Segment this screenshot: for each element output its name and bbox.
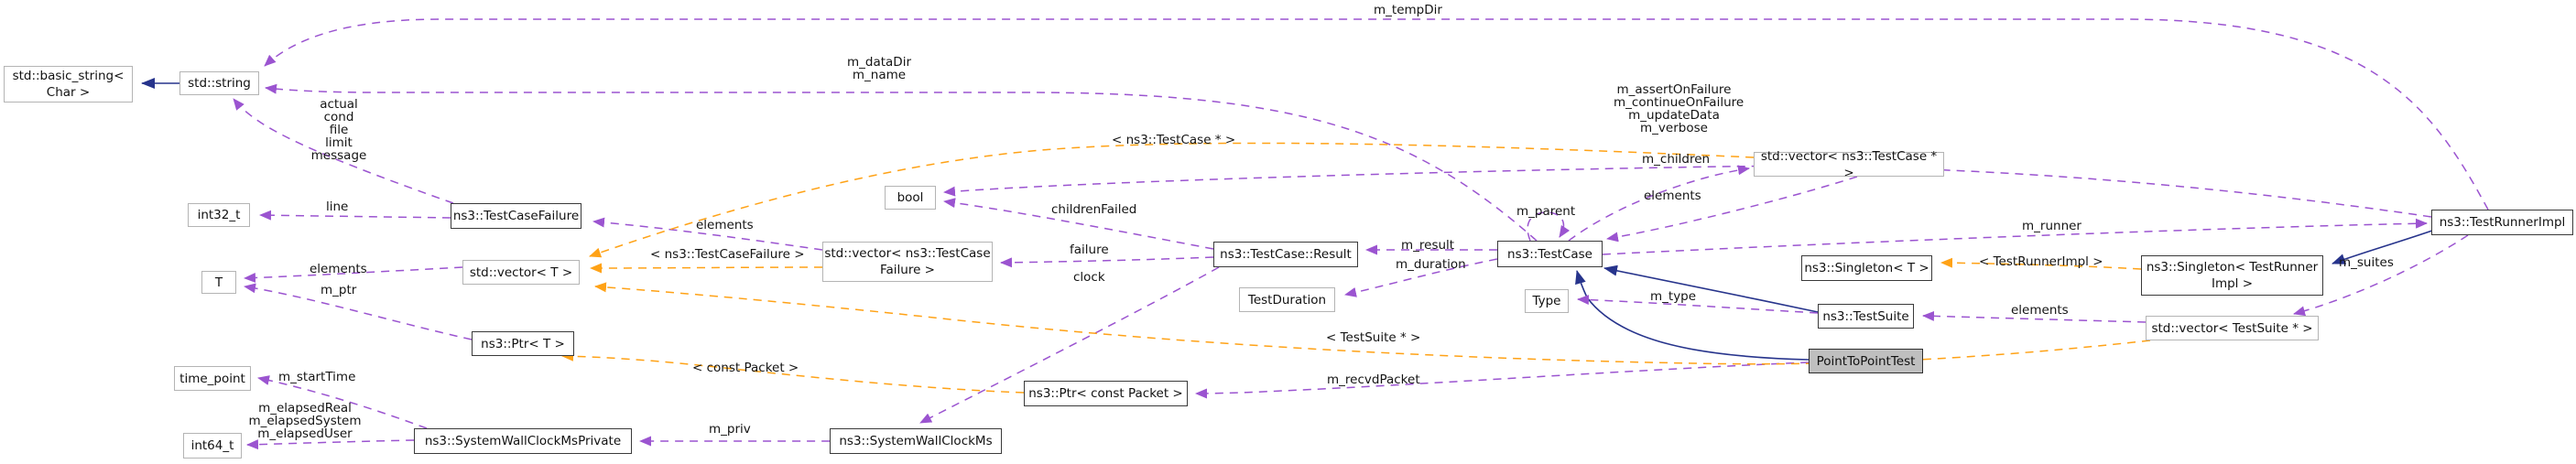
node-ptr-const-packet[interactable]: ns3::Ptr< const Packet > <box>1024 381 1188 406</box>
edge-tpl-const-packet <box>561 351 1025 394</box>
edge-m-datadir-name <box>265 83 1538 242</box>
edge-m-children <box>1568 165 1750 242</box>
node-int64-t: int64_t <box>183 433 242 459</box>
edge-label-tpl-const-packet: < const Packet > <box>692 361 799 375</box>
node-pointtopointtest: PointToPointTest <box>1809 349 1923 373</box>
edge-inherit-runner-singleton <box>2331 230 2433 264</box>
edge-tcf-strings <box>233 98 454 204</box>
edge-elements-tc <box>1606 176 1858 243</box>
edge-m-runner <box>1602 218 2428 255</box>
edge-label-m-type: m_type <box>1650 289 1697 304</box>
edge-m-type <box>1577 295 1819 314</box>
edge-label-tcf-members: actual cond file limit message <box>310 97 367 163</box>
edge-label-elements-t: elements <box>310 262 367 276</box>
edge-label-m-priv: m_priv <box>709 422 751 437</box>
edge-tpl-testcase-ptr <box>589 142 1755 258</box>
edge-label-elements-tc: elements <box>1644 189 1701 203</box>
edge-line <box>259 210 451 221</box>
edge-label-m-parent: m_parent <box>1516 204 1576 219</box>
edge-label-m-duration: m_duration <box>1396 257 1466 272</box>
edge-label-runner-flags: m_assertOnFailure m_continueOnFailure m_… <box>1614 82 1745 135</box>
node-t: T <box>201 271 236 294</box>
node-std-vector-testcasefailure: std::vector< ns3::TestCase Failure > <box>822 242 993 282</box>
edge-label-line: line <box>326 200 349 214</box>
edge-label-m-children: m_children <box>1642 152 1711 167</box>
edge-label-elements-tcf: elements <box>696 218 754 232</box>
node-std-vector-testsuite-ptr: std::vector< TestSuite * > <box>2146 316 2319 340</box>
edge-label-m-ptr: m_ptr <box>321 283 357 297</box>
edge-tpl-testcasefailure <box>590 263 823 274</box>
node-testcase-result[interactable]: ns3::TestCase::Result <box>1213 242 1358 267</box>
edge-label-m-recvdpacket: m_recvdPacket <box>1327 372 1420 387</box>
node-singleton-t[interactable]: ns3::Singleton< T > <box>1801 255 1932 281</box>
edge-m-duration <box>1344 258 1498 297</box>
edge-m-starttime <box>257 375 428 429</box>
edge-elements-t <box>244 266 463 284</box>
edge-m-suites <box>2293 234 2469 317</box>
node-singleton-testrunnerimpl[interactable]: ns3::Singleton< TestRunner Impl > <box>2141 255 2323 296</box>
node-type: Type <box>1525 289 1569 313</box>
node-bool: bool <box>885 186 936 210</box>
edge-label-tpl-testrunnerimpl: < TestRunnerImpl > <box>1979 254 2103 269</box>
edge-inherit-p2p-testcase <box>1575 270 1810 361</box>
edge-m-recvdpacket <box>1195 361 1810 399</box>
edge-childrenfailed <box>943 198 1214 250</box>
edge-tpl-testsuite-ptr <box>594 282 2151 365</box>
edge-label-m-tempdir: m_tempDir <box>1374 3 1442 17</box>
node-int32-t: int32_t <box>188 203 250 227</box>
node-std-vector-testcase-ptr: std::vector< ns3::TestCase * > <box>1754 149 1944 180</box>
edge-m-parent-loop <box>1527 211 1571 242</box>
edge-label-failure: failure <box>1070 243 1109 257</box>
node-testcasefailure[interactable]: ns3::TestCaseFailure <box>451 203 582 229</box>
edge-label-m-runner: m_runner <box>2022 219 2081 233</box>
node-systemwallclockms-private[interactable]: ns3::SystemWallClockMsPrivate <box>414 428 632 454</box>
edge-label-tpl-testsuite-ptr: < TestSuite * > <box>1326 330 1421 345</box>
node-testsuite[interactable]: ns3::TestSuite <box>1818 304 1914 329</box>
edge-label-m-suites: m_suites <box>2339 255 2394 270</box>
edge-m-tempdir <box>264 18 2489 210</box>
node-std-basic-string: std::basic_string< Char > <box>4 66 133 103</box>
edge-label-m-result: m_result <box>1401 238 1455 253</box>
node-std-vector-t: std::vector< T > <box>462 260 580 285</box>
node-testcase[interactable]: ns3::TestCase <box>1497 241 1603 267</box>
edge-m-elapsed <box>246 439 415 450</box>
node-testduration: TestDuration <box>1239 287 1335 312</box>
node-ptr-t[interactable]: ns3::Ptr< T > <box>472 331 574 356</box>
edge-tpl-testrunnerimpl <box>1940 257 2142 270</box>
node-time-point: time_point <box>174 366 251 391</box>
node-systemwallclockms[interactable]: ns3::SystemWallClockMs <box>830 428 1002 454</box>
edge-label-clock: clock <box>1073 270 1105 285</box>
edge-label-tpl-testcasefailure: < ns3::TestCaseFailure > <box>650 247 805 262</box>
edge-label-childrenfailed: childrenFailed <box>1051 202 1137 217</box>
edge-label-m-elapsed: m_elapsedReal m_elapsedSystem m_elapsedU… <box>248 401 362 441</box>
edge-label-elements-ts: elements <box>2011 303 2069 318</box>
edge-label-m-starttime: m_startTime <box>278 370 356 384</box>
edge-runner-flags <box>943 165 2432 218</box>
edge-m-ptr <box>244 283 473 340</box>
edge-inherit-testsuite-testcase <box>1603 264 1819 313</box>
node-std-string: std::string <box>179 71 259 95</box>
edge-label-m-datadir-m-name: m_dataDir m_name <box>847 55 912 82</box>
node-testrunnerimpl[interactable]: ns3::TestRunnerImpl <box>2431 210 2573 235</box>
edge-failure <box>1000 256 1214 268</box>
edge-clock <box>919 266 1220 424</box>
edge-label-tpl-testcase-ptr: < ns3::TestCase * > <box>1112 133 1236 147</box>
